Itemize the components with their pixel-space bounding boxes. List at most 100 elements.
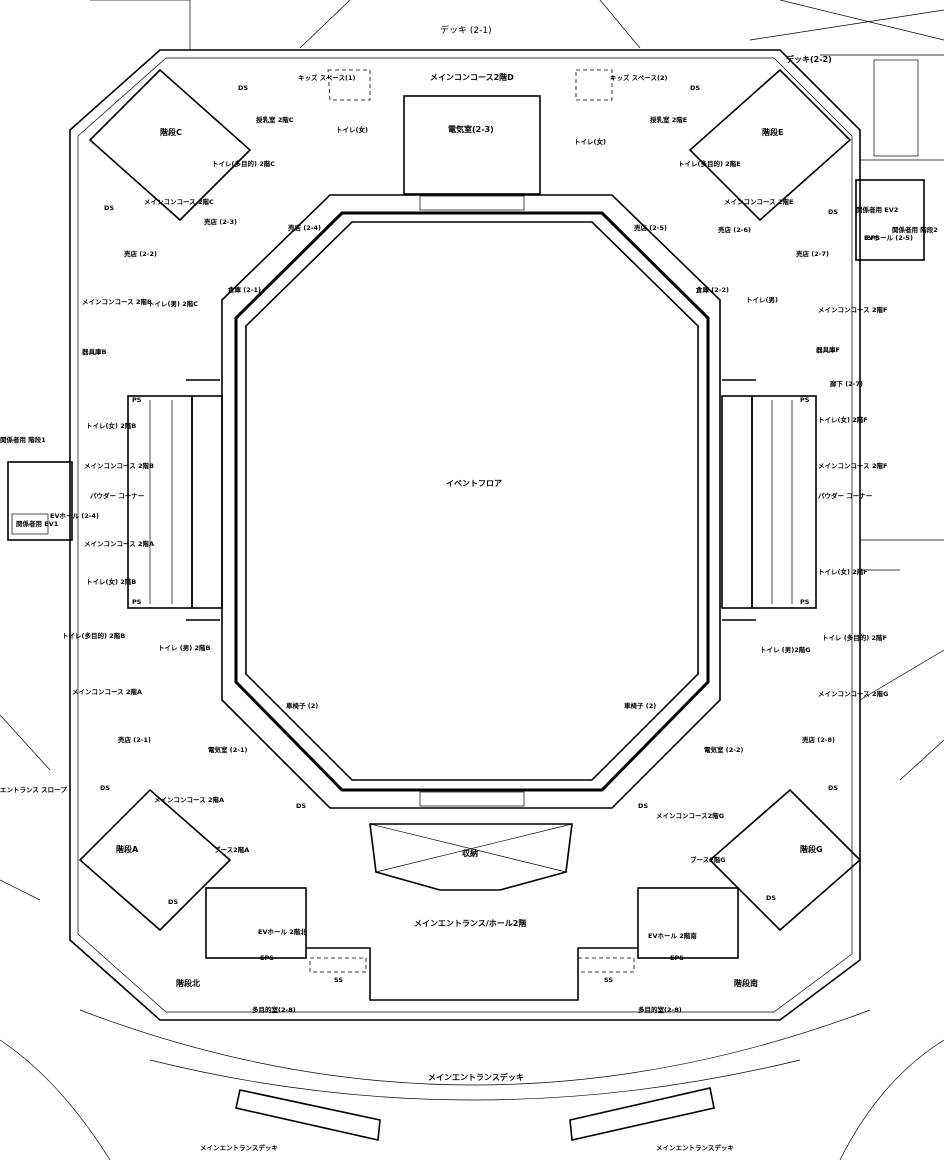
label-ss-1: SS (334, 976, 343, 984)
label-deck-2-2: デッキ(2-2) (786, 54, 832, 64)
label-deck-top: デッキ (2-1) (440, 24, 492, 36)
label-staff-stairs-2: 関係者用 階段2 (892, 225, 938, 234)
label-multi-room-right: 多目的室(2-8) (638, 1005, 682, 1014)
label-powder-f: パウダー コーナー (818, 491, 872, 500)
label-electrical-2-1: 電気室 (2-1) (208, 745, 247, 754)
label-toilet-f-c: トイレ(女) (336, 125, 368, 134)
plan-labels: デッキ (2-1) デッキ(2-2) メインコンコース2階D キッズ スペース(… (0, 24, 938, 1152)
label-powder-b: パウダー コーナー (90, 491, 144, 500)
label-toilet-f-b2: トイレ(女) 2階B (86, 577, 136, 586)
label-toilet-f-e: トイレ(女) (574, 137, 606, 146)
label-ev-hall-north: EVホール 2階北 (258, 927, 307, 936)
label-ev-hall-2-4: EVホール (2-4) (50, 512, 99, 520)
label-nursing-e: 授乳室 2階E (650, 115, 687, 124)
label-shop-2-4: 売店 (2-4) (288, 223, 321, 232)
label-ps-f2: PS (800, 598, 810, 606)
label-corridor-2-7: 廊下 (2-7) (830, 379, 863, 388)
label-ds-1: DS (238, 84, 248, 92)
label-eps-3: EPS (866, 234, 880, 242)
label-ss-2: SS (604, 976, 613, 984)
staff-wing-left (7, 461, 73, 541)
label-concourse-c: メインコンコース 2階C (144, 197, 214, 206)
label-multi-room-left: 多目的室(2-8) (252, 1005, 296, 1014)
label-toilet-m-c: トイレ(男) 2階C (148, 299, 198, 308)
label-staff-ev: 関係者用 EV1 (16, 519, 59, 528)
label-ev-hall-2-5: EVホール (2-5) (864, 234, 913, 242)
label-ps-b1: PS (132, 396, 142, 404)
seating-right (721, 395, 817, 609)
label-concourse-b-top: メインコンコース 2階B (82, 297, 152, 306)
label-toilet-m-g: トイレ (男)2階G (760, 645, 811, 654)
label-concourse-f-top: メインコンコース 2階F (818, 305, 887, 314)
label-kids-space-2: キッズ スペース(2) (610, 73, 667, 82)
entrance-hall (205, 69, 739, 1001)
label-ds-2: DS (690, 84, 700, 92)
seating-left (127, 395, 223, 609)
label-toilet-multi-f: トイレ (多目的) 2階F (822, 633, 887, 642)
label-shop-2-2: 売店 (2-2) (124, 249, 157, 258)
building-outline (69, 49, 862, 1021)
label-ps-f1: PS (800, 396, 810, 404)
label-stairs-a: 階段A (116, 844, 139, 854)
event-floor (234, 211, 710, 792)
staff-wing-right (855, 59, 925, 261)
label-ds-4: DS (828, 208, 838, 216)
label-storage-2-2: 倉庫 (2-2) (695, 285, 729, 294)
label-ds-6: DS (828, 784, 838, 792)
label-concourse-g-low: メインコンコース 2階G (818, 689, 888, 698)
label-shop-2-6: 売店 (2-6) (718, 225, 751, 234)
label-ds-7: DS (168, 898, 178, 906)
label-main-entrance-deck: メインエントランスデッキ (428, 1072, 524, 1082)
label-toilet-multi-b: トイレ(多目的) 2階B (62, 631, 125, 640)
label-ds-3: DS (104, 204, 114, 212)
label-concourse-b-mid: メインコンコース 2階B (84, 461, 154, 470)
label-ds-5: DS (100, 784, 110, 792)
label-deck-stairs-right: メインエントランスデッキ (656, 1143, 734, 1152)
label-concourse-g-bot: メインコンコース2階G (656, 811, 724, 820)
label-storage-b: 器具庫B (81, 347, 107, 356)
label-kids-space-1: キッズ スペース(1) (298, 73, 355, 82)
label-wheelchair-right: 車椅子 (2) (624, 701, 656, 710)
label-main-entrance-hall: メインエントランス/ホール2階 (414, 918, 526, 928)
label-stairs-g: 階段G (800, 844, 823, 854)
label-toilet-m-f: トイレ(男) (746, 296, 778, 304)
label-concourse-e: メインコンコース 2階E (724, 197, 793, 206)
label-toilet-multi-e: トイレ(多目的) 2階E (678, 159, 741, 168)
label-electrical-2-2: 電気室 (2-2) (704, 745, 743, 754)
label-concourse-a-mid: メインコンコース 2階A (84, 539, 154, 548)
label-ds-9: DS (296, 802, 306, 810)
label-stairs-north: 階段北 (176, 978, 200, 988)
label-stairs-e: 階段E (762, 127, 783, 137)
label-stairs-c: 階段C (160, 127, 182, 137)
label-toilet-f-f1: トイレ(女) 2階F (818, 415, 868, 424)
label-toilet-f-f2: トイレ(女) 2階F (818, 567, 868, 576)
label-toilet-m-b: トイレ (男) 2階B (158, 643, 210, 652)
label-booth-a: ブース2階A (214, 845, 249, 854)
label-electrical-2-3: 電気室(2-3) (448, 124, 494, 134)
label-ev-hall-south: EVホール 2階南 (648, 931, 697, 940)
label-ps-b2: PS (132, 598, 142, 606)
label-main-concourse-d: メインコンコース2階D (430, 72, 514, 82)
label-stairs-south: 階段南 (734, 978, 758, 988)
label-staff-stairs-1: 関係者用 階段1 (0, 435, 46, 444)
label-shop-2-3: 売店 (2-3) (204, 217, 237, 226)
label-shop-2-5: 売店 (2-5) (634, 223, 667, 232)
label-shop-2-1: 売店 (2-1) (118, 735, 151, 744)
label-ds-10: DS (638, 802, 648, 810)
top-block (403, 95, 541, 807)
label-wheelchair-left: 車椅子 (2) (286, 701, 318, 710)
label-eps-1: EPS (260, 954, 274, 962)
label-storage-2-1: 倉庫 (2-1) (227, 285, 261, 294)
label-concourse-a-low: メインコンコース 2階A (72, 687, 142, 696)
label-toilet-f-b1: トイレ(女) 2階B (86, 421, 136, 430)
deck-stairs (235, 1087, 715, 1141)
label-event-floor: イベントフロア (446, 479, 502, 488)
label-eps-2: EPS (670, 954, 684, 962)
stage-storage (369, 823, 573, 891)
label-concourse-f-mid: メインコンコース 2階F (818, 461, 887, 470)
label-storage-stage: 収納 (462, 848, 478, 858)
label-nursing-c: 授乳室 2階C (256, 115, 294, 124)
label-shop-2-7: 売店 (2-7) (796, 249, 829, 258)
label-staff-ev2: 関係者用 EV2 (856, 205, 898, 214)
